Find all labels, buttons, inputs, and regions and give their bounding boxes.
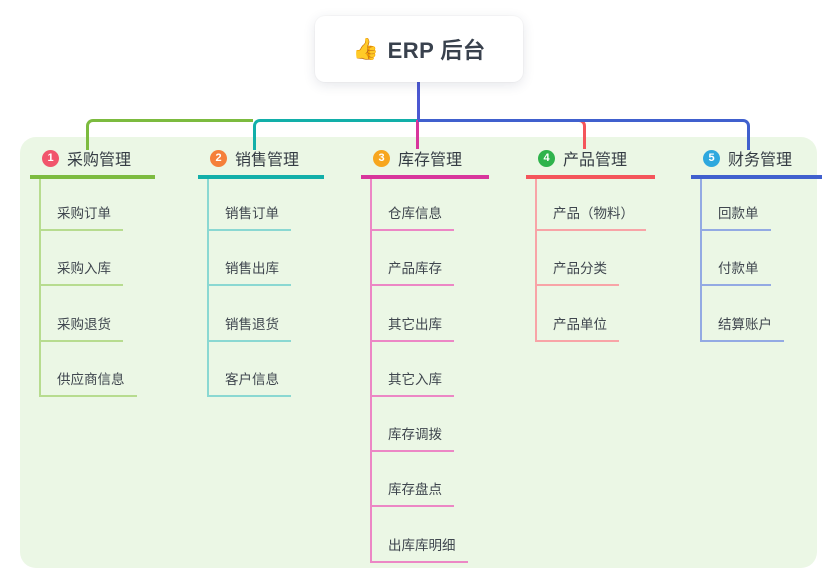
node-item[interactable]: 销售退货	[207, 315, 291, 342]
node-item[interactable]: 产品分类	[535, 259, 619, 286]
branch-label: 采购管理	[67, 152, 132, 169]
node-item[interactable]: 其它出库	[370, 315, 454, 342]
node-item[interactable]: 付款单	[700, 259, 771, 286]
branch-items-line	[700, 179, 702, 340]
branch-number-badge: 3	[373, 149, 390, 167]
node-item[interactable]: 采购退货	[39, 315, 123, 342]
branch-column-purchase: 1 采购管理 采购订单 采购入库 采购退货 供应商信息	[30, 141, 155, 581]
branches-panel	[20, 137, 817, 568]
branch-node-sales[interactable]: 2 销售管理	[198, 141, 324, 179]
connector-inventory	[416, 120, 419, 149]
branch-node-inventory[interactable]: 3 库存管理	[361, 141, 489, 179]
branch-number-badge: 4	[538, 149, 555, 167]
node-item[interactable]: 供应商信息	[39, 370, 137, 397]
branch-label: 库存管理	[398, 152, 463, 169]
branch-node-purchase[interactable]: 1 采购管理	[30, 141, 155, 179]
node-item[interactable]: 库存调拨	[370, 425, 454, 452]
node-item[interactable]: 采购订单	[39, 204, 123, 231]
node-item[interactable]: 回款单	[700, 204, 771, 231]
node-item[interactable]: 结算账户	[700, 315, 784, 342]
branch-node-finance[interactable]: 5 财务管理	[691, 141, 822, 179]
node-item[interactable]: 采购入库	[39, 259, 123, 286]
branch-items-line	[535, 179, 537, 340]
branch-column-finance: 5 财务管理 回款单 付款单 结算账户	[691, 141, 822, 581]
branch-items-line	[370, 179, 372, 561]
branch-number-badge: 2	[210, 149, 227, 167]
node-item[interactable]: 其它入库	[370, 370, 454, 397]
root-node[interactable]: 👍 ERP 后台	[315, 16, 523, 82]
node-item[interactable]: 产品单位	[535, 315, 619, 342]
connector-sales	[253, 119, 418, 150]
connector-root-stem	[417, 82, 420, 120]
branch-label: 产品管理	[563, 152, 628, 169]
branch-column-product: 4 产品管理 产品（物料） 产品分类 产品单位	[526, 141, 655, 581]
node-item[interactable]: 销售出库	[207, 259, 291, 286]
node-item[interactable]: 客户信息	[207, 370, 291, 397]
node-item[interactable]: 产品（物料）	[535, 204, 646, 231]
node-item[interactable]: 库存盘点	[370, 480, 454, 507]
branch-number-badge: 1	[42, 149, 59, 167]
branch-label: 财务管理	[728, 152, 793, 169]
branch-column-sales: 2 销售管理 销售订单 销售出库 销售退货 客户信息	[198, 141, 324, 581]
branch-items-line	[207, 179, 209, 396]
connector-finance	[418, 119, 750, 150]
branch-items-line	[39, 179, 41, 396]
node-item[interactable]: 产品库存	[370, 259, 454, 286]
connector-purchase	[86, 119, 253, 150]
branch-number-badge: 5	[703, 149, 720, 167]
branch-node-product[interactable]: 4 产品管理	[526, 141, 655, 179]
node-item[interactable]: 仓库信息	[370, 204, 454, 231]
branch-column-inventory: 3 库存管理 仓库信息 产品库存 其它出库 其它入库 库存调拨 库存盘点 出库库…	[361, 141, 489, 581]
node-item[interactable]: 出库库明细	[370, 536, 468, 563]
node-item[interactable]: 销售订单	[207, 204, 291, 231]
branch-label: 销售管理	[235, 152, 300, 169]
thumbs-up-icon: 👍	[352, 37, 379, 61]
root-title: ERP 后台	[387, 38, 486, 63]
